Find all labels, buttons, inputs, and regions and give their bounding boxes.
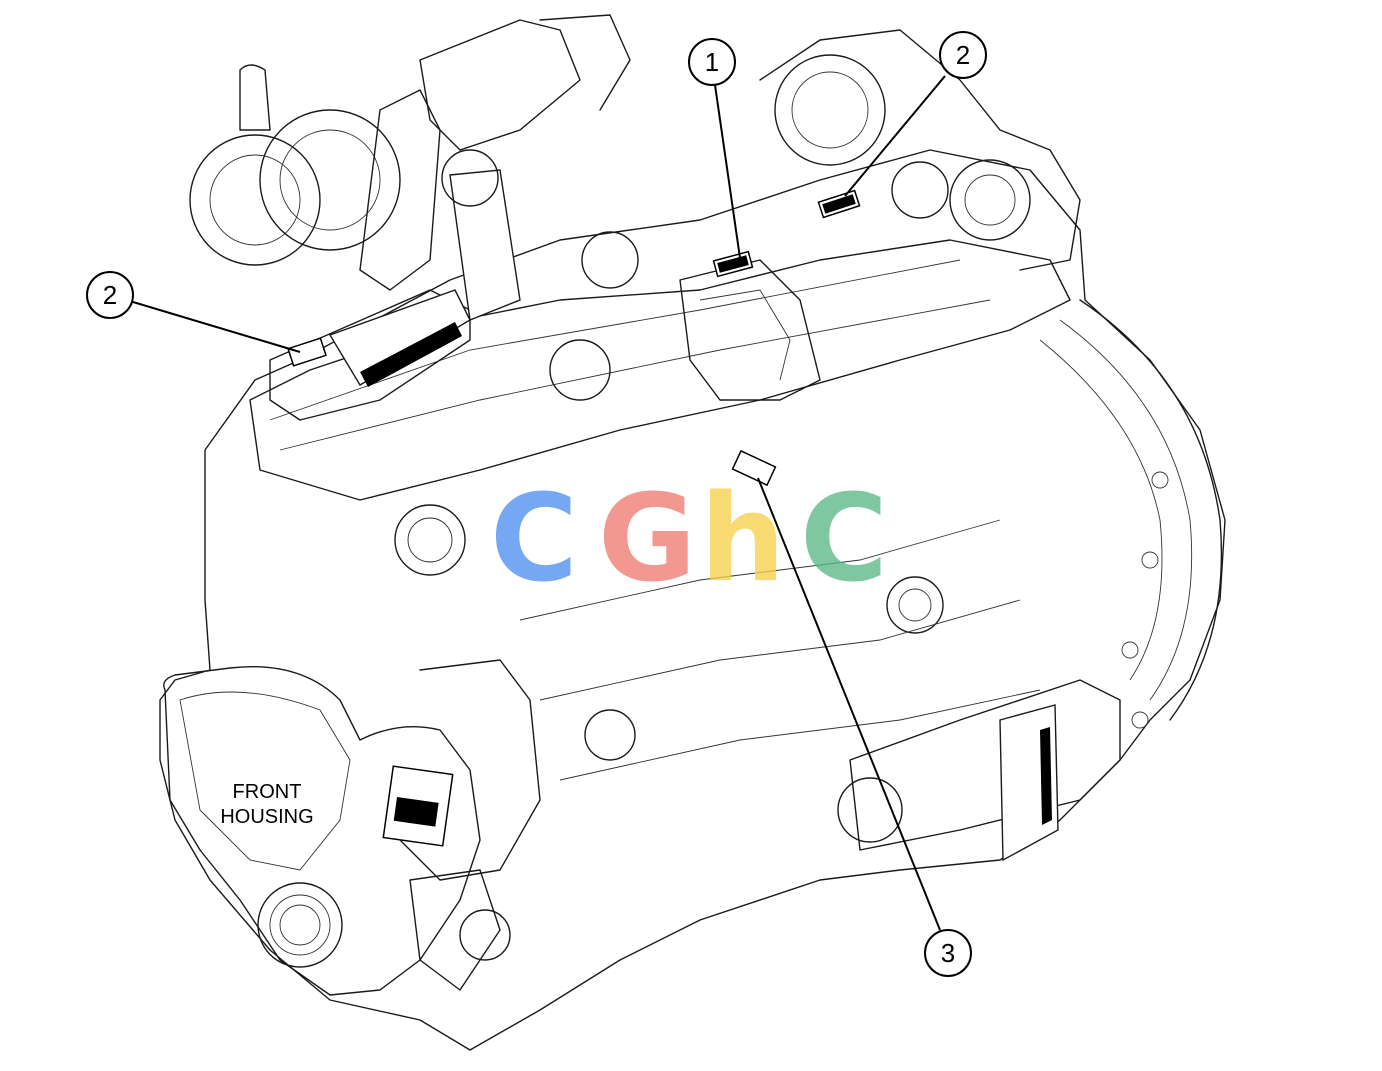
engine-line-drawing xyxy=(159,14,1226,1051)
callout-3-label: 3 xyxy=(941,938,955,968)
leader-line-1 xyxy=(714,84,741,259)
front-housing-label: FRONT HOUSING xyxy=(220,781,313,828)
front-housing-label-line1: FRONT xyxy=(233,781,302,803)
leader-line-2-left xyxy=(132,301,301,353)
leader-line-2-right xyxy=(844,75,946,197)
watermark-letter-1: C xyxy=(490,470,578,609)
callout-2-left-label: 2 xyxy=(103,280,117,310)
front-housing-label-line2: HOUSING xyxy=(220,806,313,828)
callout-1: 1 xyxy=(688,38,736,86)
watermark-letter-2: G xyxy=(598,470,697,609)
leader-lines xyxy=(132,75,946,931)
callout-2-right-label: 2 xyxy=(956,40,970,70)
callout-2-right: 2 xyxy=(939,31,987,79)
watermark-letter-4: C xyxy=(800,470,888,609)
callout-3: 3 xyxy=(924,929,972,977)
watermark-letter-3: h xyxy=(700,470,785,609)
callout-1-label: 1 xyxy=(705,47,719,77)
watermark: C G h C xyxy=(490,470,888,609)
leader-line-3 xyxy=(757,477,941,931)
callout-2-left: 2 xyxy=(86,271,134,319)
